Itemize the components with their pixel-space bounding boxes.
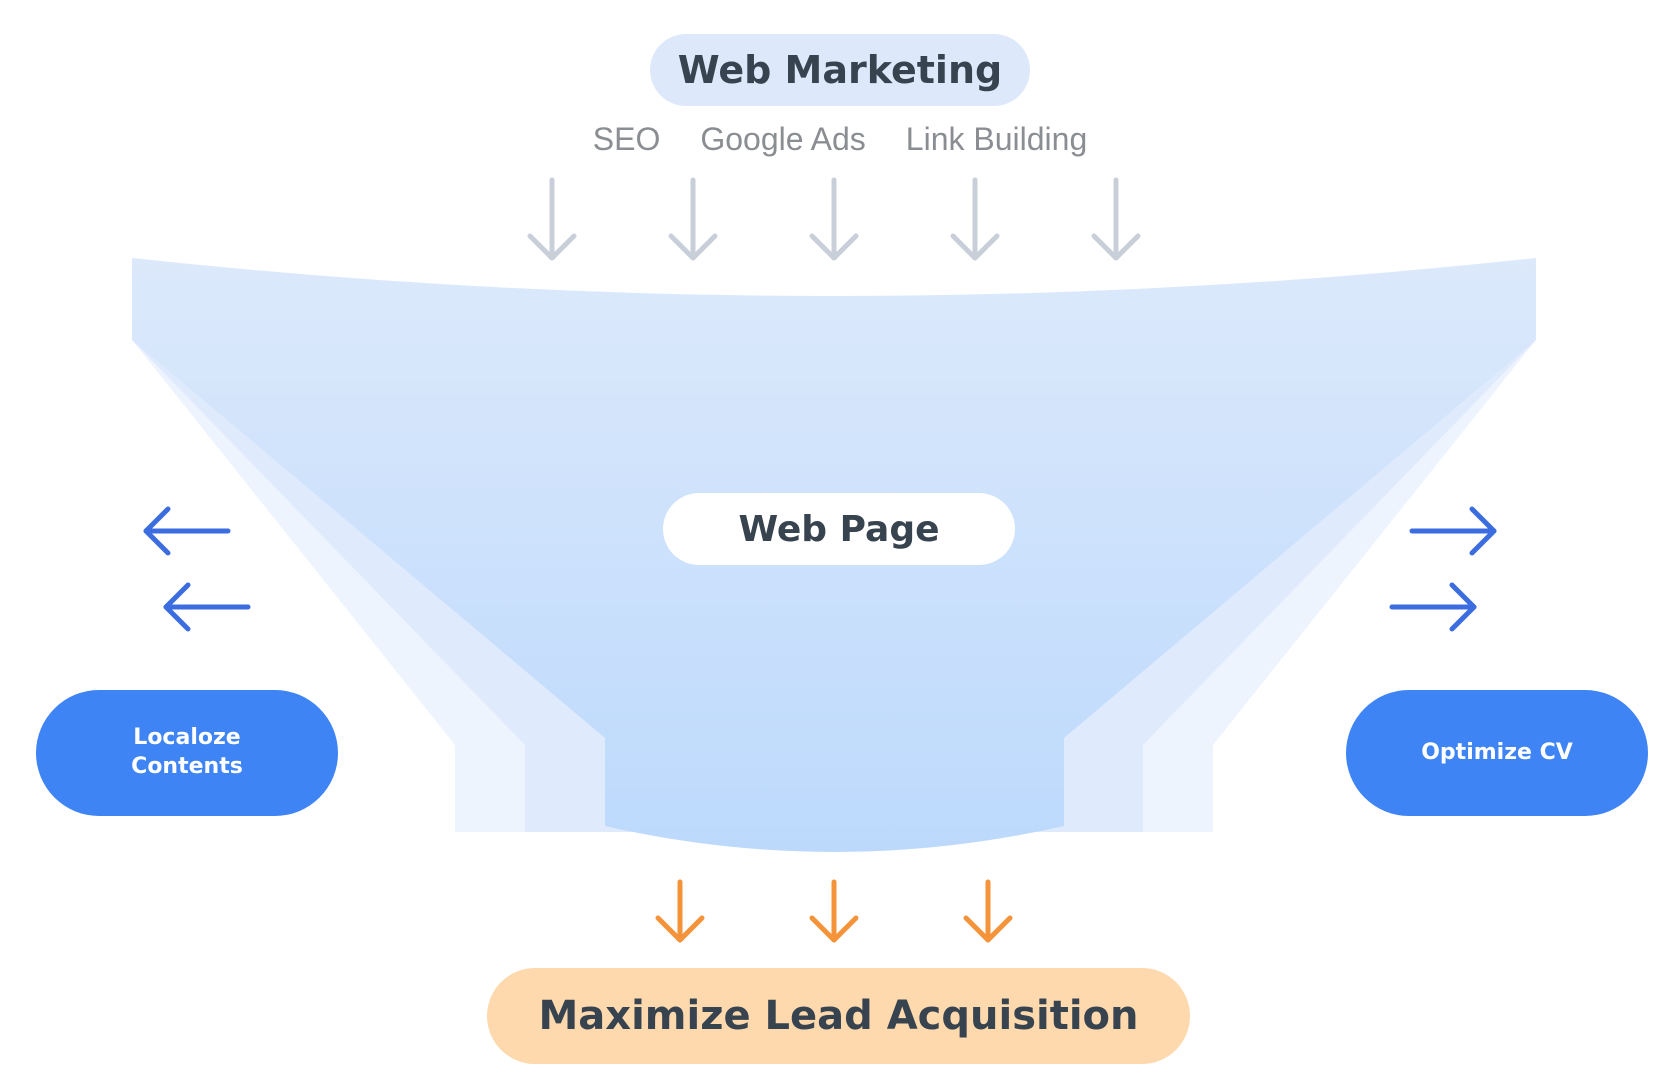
maximize-lead-acquisition-label: Maximize Lead Acquisition — [538, 993, 1139, 1039]
localize-contents-pill: Localoze Contents — [36, 690, 338, 816]
marketing-channels: SEO Google Ads Link Building — [560, 114, 1120, 164]
right-arrows — [1389, 506, 1497, 632]
arrow-left-icon — [143, 506, 231, 556]
left-arrows — [143, 506, 251, 632]
web-page-pill: Web Page — [663, 493, 1015, 565]
web-marketing-pill: Web Marketing — [650, 34, 1030, 106]
optimize-cv-pill: Optimize CV — [1346, 690, 1648, 816]
arrow-down-icon — [668, 177, 718, 261]
maximize-lead-acquisition-pill: Maximize Lead Acquisition — [487, 968, 1190, 1064]
arrow-down-icon — [809, 177, 859, 261]
output-arrows — [655, 879, 1013, 943]
arrow-left-icon — [163, 582, 251, 632]
input-arrows — [527, 177, 1141, 261]
arrow-right-icon — [1389, 582, 1477, 632]
channel-seo: SEO — [592, 121, 661, 157]
arrow-down-icon — [809, 879, 859, 943]
channel-link-building: Link Building — [905, 121, 1088, 157]
arrow-down-icon — [527, 177, 577, 261]
web-page-label: Web Page — [738, 508, 940, 550]
arrow-down-icon — [950, 177, 1000, 261]
localize-contents-label: Localoze Contents — [131, 725, 243, 779]
arrow-down-icon — [963, 879, 1013, 943]
arrow-down-icon — [1091, 177, 1141, 261]
web-marketing-label: Web Marketing — [677, 48, 1003, 92]
arrow-down-icon — [655, 879, 705, 943]
channel-google-ads: Google Ads — [700, 121, 866, 157]
arrow-right-icon — [1409, 506, 1497, 556]
optimize-cv-label: Optimize CV — [1421, 739, 1573, 765]
